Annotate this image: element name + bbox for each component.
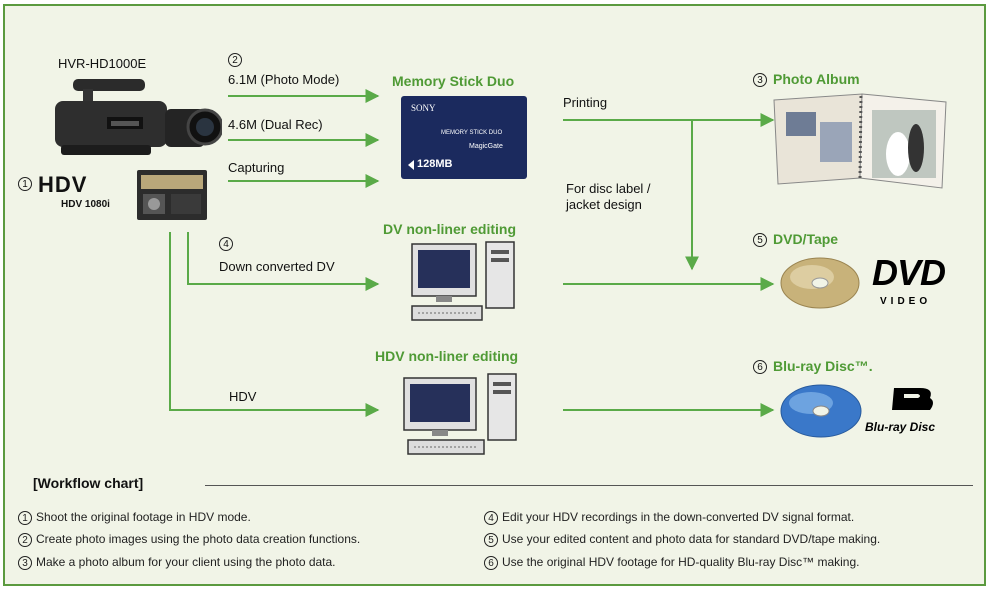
- camcorder-icon: [47, 77, 224, 167]
- step-2-marker: 2: [228, 52, 246, 67]
- dvd-logo-top: DVD: [872, 252, 946, 293]
- note-5-text: Use your edited content and photo data f…: [502, 532, 881, 546]
- memory-stick-arrow-icon: [408, 160, 414, 170]
- workflow-title: [Workflow chart]: [33, 475, 144, 491]
- photo-album-icon: [768, 92, 953, 192]
- note-1-text: Shoot the original footage in HDV mode.: [36, 510, 251, 524]
- step-3-marker: 3: [753, 72, 771, 87]
- bluray-logo: Blu-ray Disc: [865, 420, 936, 434]
- dvd-disc-icon: [779, 255, 861, 310]
- note-6: 6 Use the original HDV footage for HD-qua…: [484, 555, 859, 570]
- down-converted-label: Down converted DV: [219, 259, 335, 274]
- note-4-number: 4: [484, 510, 498, 525]
- bluray-disc-icon: [779, 383, 863, 439]
- memory-stick-brand: SONY: [411, 103, 436, 113]
- step-5-number: 5: [753, 232, 767, 247]
- step-3-number: 3: [753, 72, 767, 87]
- note-3-text: Make a photo album for your client using…: [36, 555, 336, 569]
- bluray-b-icon: [890, 384, 940, 414]
- camera-model: HVR-HD1000E: [58, 56, 147, 71]
- note-3-number: 3: [18, 555, 32, 570]
- capturing-label: Capturing: [228, 160, 285, 175]
- note-5: 5 Use your edited content and photo data …: [484, 532, 880, 547]
- hdv-path-label: HDV: [229, 389, 257, 404]
- disc-label-line2: jacket design: [566, 197, 642, 212]
- step-1-number: 1: [18, 176, 32, 191]
- dual-rec-label: 4.6M (Dual Rec): [228, 117, 323, 132]
- note-1-number: 1: [18, 510, 32, 525]
- bluray-title: Blu-ray Disc™.: [773, 358, 873, 374]
- memory-stick-title: Memory Stick Duo: [392, 73, 515, 89]
- photo-album-title: Photo Album: [773, 71, 860, 87]
- dvd-tape-title: DVD/Tape: [773, 231, 839, 247]
- note-2-number: 2: [18, 532, 32, 547]
- note-4-text: Edit your HDV recordings in the down-con…: [502, 510, 855, 524]
- step-6-number: 6: [753, 359, 767, 374]
- note-6-text: Use the original HDV footage for HD-qual…: [502, 555, 860, 569]
- hdv-editing-title: HDV non-liner editing: [375, 348, 519, 364]
- hdv-computer-icon: [400, 372, 525, 457]
- note-4: 4 Edit your HDV recordings in the down-co…: [484, 510, 854, 525]
- memory-stick-capacity: 128MB: [417, 158, 453, 170]
- note-2-text: Create photo images using the photo data…: [36, 532, 361, 546]
- note-1: 1 Shoot the original footage in HDV mode.: [18, 510, 251, 525]
- step-5-marker: 5: [753, 232, 771, 247]
- memory-stick-product: MEMORY STICK DUO: [441, 130, 503, 136]
- step-4-number: 4: [219, 236, 233, 251]
- dv-editing-title: DV non-liner editing: [383, 221, 516, 237]
- dvd-logo-bottom: VIDEO: [880, 296, 932, 307]
- step-1-marker: 1: [18, 176, 36, 191]
- hdv-logo: HDV: [38, 172, 88, 197]
- memory-stick-icon: SONY MEMORY STICK DUO MagicGate 128MB: [401, 96, 527, 179]
- step-4-marker: 4: [219, 236, 237, 251]
- step-2-number: 2: [228, 52, 242, 67]
- note-6-number: 6: [484, 555, 498, 570]
- printing-label: Printing: [563, 95, 608, 110]
- note-3: 3 Make a photo album for your client usin…: [18, 555, 336, 570]
- step-6-marker: 6: [753, 359, 771, 374]
- note-2: 2 Create photo images using the photo dat…: [18, 532, 360, 547]
- dv-computer-icon: [408, 240, 523, 325]
- memory-stick-magicgate: MagicGate: [469, 143, 503, 150]
- photo-mode-label: 6.1M (Photo Mode): [228, 72, 340, 87]
- hdv-tape-icon: [137, 170, 207, 220]
- disc-label-line1: For disc label /: [566, 181, 651, 196]
- hdv-1080i-label: HDV 1080i: [61, 199, 110, 210]
- note-5-number: 5: [484, 532, 498, 547]
- workflow-divider: [205, 485, 973, 486]
